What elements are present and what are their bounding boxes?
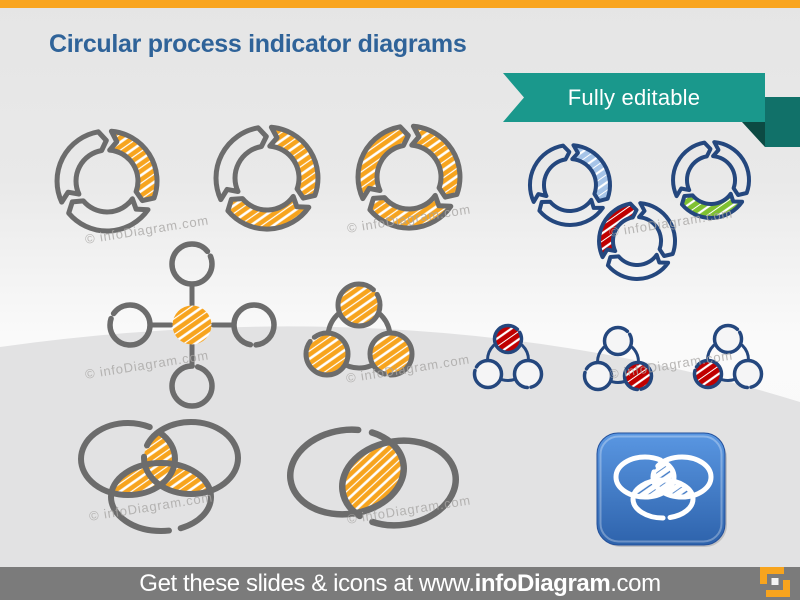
- ribbon-fold: [765, 97, 800, 147]
- infodiagram-logo-icon: [760, 567, 790, 597]
- logo-bracket-top: [760, 567, 784, 584]
- top-accent-bar: [0, 0, 800, 8]
- footer-text-prefix: Get these slides & icons at www.: [139, 569, 475, 597]
- footer-bar: Get these slides & icons at www.infoDiag…: [0, 567, 800, 600]
- triangle-3-circles-left-red: [692, 323, 764, 390]
- venn-2-ellipses: [287, 426, 459, 529]
- triangle-3-circles-right-red: [582, 325, 654, 392]
- cycle-3-arrows-3-highlighted: [355, 123, 463, 231]
- cycle-3-arrows-1-highlighted: [54, 128, 160, 234]
- triangle-3-circles-top-red: [472, 323, 544, 390]
- cycle-3-arrows-green-segment: [671, 140, 751, 220]
- footer-text-suffix: .com: [610, 569, 661, 597]
- cycle-3-arrows-red-segment: [597, 201, 677, 281]
- triangle-3-circles-orange: [303, 281, 415, 378]
- venn-app-icon: [596, 432, 727, 547]
- cycle-3-arrows-blue-segment: [527, 143, 612, 227]
- footer-brand: infoDiagram: [474, 569, 611, 597]
- logo-bracket-bottom: [766, 580, 790, 597]
- page-title: Circular process indicator diagrams: [49, 30, 467, 58]
- ribbon-banner: Fully editable: [503, 73, 765, 122]
- hub-spoke-4-nodes: [107, 241, 277, 409]
- ribbon-label: Fully editable: [567, 84, 701, 110]
- venn-3-ellipses: [78, 419, 241, 534]
- logo-center-square: [771, 578, 779, 585]
- cycle-3-arrows-2-highlighted: [213, 124, 321, 232]
